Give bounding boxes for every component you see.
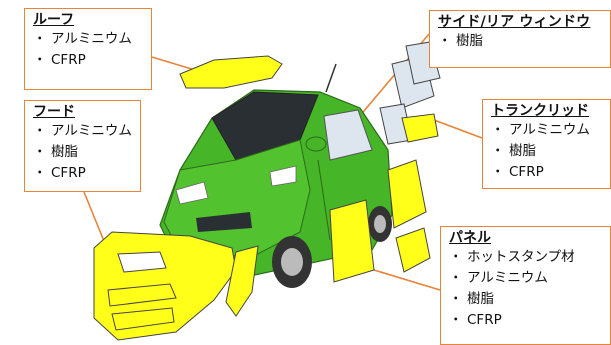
leader-line-hood <box>83 191 107 247</box>
car-body <box>159 63 393 277</box>
list-item: ・アルミニウム <box>491 122 590 138</box>
callout-hood: フード ・アルミニウム ・樹脂 ・CFRP <box>24 100 141 192</box>
list-item: ・樹脂 <box>491 143 536 159</box>
callout-panel: パネル ・ホットスタンプ材 ・アルミニウム ・樹脂 ・CFRP <box>440 226 611 345</box>
callout-hood-list: ・アルミニウム ・樹脂 ・CFRP <box>33 121 134 184</box>
list-item: ・CFRP <box>33 52 86 68</box>
list-item: ・アルミニウム <box>449 270 548 286</box>
trunk-lid <box>401 113 439 143</box>
callout-trunk-title: トランクリッド <box>491 103 589 119</box>
callout-roof-title: ルーフ <box>33 12 75 28</box>
callout-trunk-lid: トランクリッド ・アルミニウム ・樹脂 ・CFRP <box>482 99 611 189</box>
callout-panel-list: ・ホットスタンプ材 ・アルミニウム ・樹脂 ・CFRP <box>449 247 604 331</box>
callout-side-rear-window: サイド/リア ウィンドウ ・樹脂 <box>429 10 611 68</box>
list-item: ・ホットスタンプ材 <box>449 249 575 265</box>
list-item: ・CFRP <box>33 165 86 181</box>
list-item: ・樹脂 <box>33 144 78 160</box>
roof-panel <box>179 55 283 89</box>
callout-roof: ルーフ ・アルミニウム ・CFRP <box>24 8 152 90</box>
list-item: ・CFRP <box>491 164 544 180</box>
leader-line-trunk <box>433 119 483 139</box>
list-item: ・アルミニウム <box>33 31 132 47</box>
list-item: ・樹脂 <box>449 291 494 307</box>
callout-hood-title: フード <box>33 104 75 120</box>
leader-line-panel <box>373 269 441 291</box>
callout-trunk-list: ・アルミニウム ・樹脂 ・CFRP <box>491 120 604 183</box>
callout-side-title: サイド/リア ウィンドウ <box>438 14 591 30</box>
hood-panel <box>93 231 259 341</box>
list-item: ・CFRP <box>449 312 502 328</box>
door-panels <box>329 159 431 283</box>
tires <box>272 206 392 288</box>
callout-side-list: ・樹脂 <box>438 31 604 52</box>
callout-panel-title: パネル <box>449 230 491 246</box>
callout-roof-list: ・アルミニウム ・CFRP <box>33 29 145 71</box>
list-item: ・樹脂 <box>438 33 483 49</box>
list-item: ・アルミニウム <box>33 123 132 139</box>
